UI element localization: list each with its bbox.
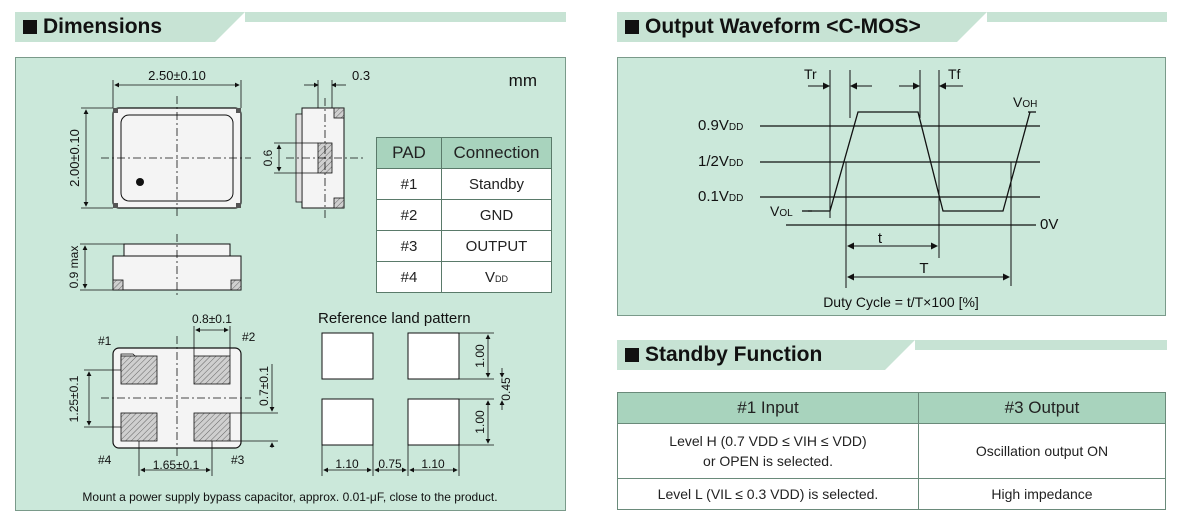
package-bottom-view [101, 336, 251, 458]
pad-width-label: 0.8±0.1 [192, 312, 232, 326]
dimensions-panel: 2.50±0.10 2.00±0.10 0.3 0.6 mm [15, 57, 566, 511]
land-w1-label: 1.10 [335, 457, 359, 471]
standby-title: Standby Function [645, 343, 823, 366]
connection-col-header: Connection [441, 137, 552, 169]
square-bullet-icon [625, 20, 639, 34]
level-10-label: 0.1VDD [698, 188, 743, 205]
land-pattern [321, 332, 460, 446]
land-w2-label: 1.10 [421, 457, 445, 471]
height-dim-label: 2.00±0.10 [67, 129, 82, 187]
pad-col-header: PAD [376, 137, 442, 169]
dimensions-drawing: 2.50±0.10 2.00±0.10 0.3 0.6 mm [67, 68, 537, 504]
mounting-note: Mount a power supply bypass capacitor, a… [82, 490, 497, 504]
pad-pitch-h-label: 1.65±0.1 [153, 458, 200, 472]
pin4-label: #4 [98, 453, 112, 467]
package-top-view [101, 96, 251, 218]
land-gap-v-label: 0.45 [499, 377, 513, 401]
pad-height-label: 0.7±0.1 [257, 366, 271, 406]
waveform-title: Output Waveform <C-MOS> [645, 15, 921, 38]
zero-volt-label: 0V [1040, 216, 1058, 233]
fall-time-label: Tf [948, 66, 961, 82]
land-gap-h-label: 0.75 [378, 457, 402, 471]
land-pattern-title: Reference land pattern [318, 310, 471, 327]
table-row: Level H (0.7 VDD ≤ VIH ≤ VDD) or OPEN is… [617, 423, 1166, 479]
pin2-label: #2 [242, 330, 256, 344]
high-time-label: t [878, 230, 883, 247]
duty-cycle-formula: Duty Cycle = t/T×100 [%] [823, 294, 979, 310]
package-side-view [286, 98, 366, 218]
dimensions-title: Dimensions [43, 15, 163, 38]
pin1-label: #1 [98, 334, 112, 348]
land-h1-label: 1.00 [473, 344, 487, 368]
period-label: T [919, 260, 928, 277]
waveform-header: Output Waveform <C-MOS> [617, 12, 1167, 42]
pad-connection-table: PAD Connection #1 Standby #2 GND #3 OUTP… [376, 137, 552, 293]
level-50-label: 1/2VDD [698, 153, 743, 170]
standby-header: Standby Function [617, 340, 1167, 370]
output-col-header: #3 Output [918, 392, 1166, 424]
dimensions-header: Dimensions [15, 12, 566, 42]
package-front-view [112, 234, 242, 298]
waveform-panel: Tr Tf VOH VOL 0.9VDD 1/2VDD 0.1VDD 0V t … [617, 57, 1166, 316]
max-height-label: 0.9 max [67, 246, 81, 289]
table-row: Level L (VIL ≤ 0.3 VDD) is selected. Hig… [617, 478, 1166, 510]
land-h2-label: 1.00 [473, 410, 487, 434]
table-row: #1 Standby [376, 168, 552, 200]
table-row: #2 GND [376, 199, 552, 231]
unit-label: mm [509, 71, 537, 90]
pin1-marker-icon [136, 178, 144, 186]
pad-pitch-v-label: 1.25±0.1 [67, 375, 81, 422]
side-pad-dim-label: 0.6 [261, 149, 275, 166]
input-col-header: #1 Input [617, 392, 919, 424]
square-bullet-icon [625, 348, 639, 362]
pin3-label: #3 [231, 453, 245, 467]
level-90-label: 0.9VDD [698, 117, 743, 134]
side-dim-label: 0.3 [352, 68, 370, 83]
table-row: #3 OUTPUT [376, 230, 552, 262]
rise-time-label: Tr [804, 66, 817, 82]
table-row: #4 VDD [376, 261, 552, 293]
standby-function-table: #1 Input #3 Output Level H (0.7 VDD ≤ VI… [617, 392, 1166, 510]
waveform-diagram: Tr Tf VOH VOL 0.9VDD 1/2VDD 0.1VDD 0V t … [698, 66, 1058, 310]
width-dim-label: 2.50±0.10 [148, 68, 206, 83]
square-bullet-icon [23, 20, 37, 34]
voh-label: VOH [1013, 94, 1037, 110]
vol-label: VOL [770, 203, 793, 219]
